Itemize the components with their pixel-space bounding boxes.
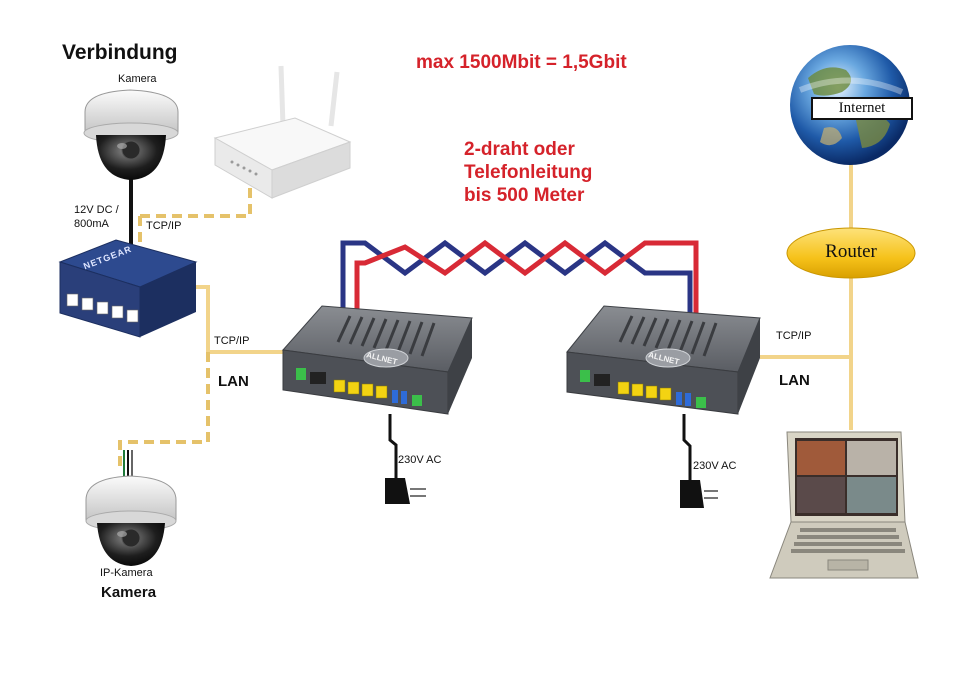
line-note-2: Telefonleitung [464,162,593,183]
ip-camera-label: IP-Kamera [100,567,153,579]
laptop-icon [769,431,919,579]
bottom-camera-label: Kamera [101,584,157,601]
power-label-line2: 800mA [74,218,109,230]
wifi-router-icon [213,65,352,199]
dashed-cables [118,188,252,470]
line-note: 2-draht oder Telefonleitung bis 500 Mete… [464,138,592,207]
tcpip-label-camera: TCP/IP [146,220,182,232]
powerline-adapter-right [566,305,761,508]
line-note-1: 2-draht oder [464,139,575,160]
router-label: Router [825,241,877,262]
internet-label: Internet [838,100,886,116]
tcpip-label-left: TCP/IP [214,335,250,347]
powerline-adapter-left [282,305,473,504]
tcpip-label-right: TCP/IP [776,330,812,342]
router-node [786,227,916,279]
bandwidth-note: max 1500Mbit = 1,5Gbit [416,52,627,73]
globe-icon [790,45,913,165]
ac-label-left: 230V AC [398,454,442,466]
line-note-3: bis 500 Meter [464,185,585,206]
diagram-title: Verbindung [62,41,178,64]
power-label-line1: 12V DC / [74,204,119,216]
switch-icon [58,239,198,338]
twisted-pair-cable [340,239,699,318]
camera-top-label: Kamera [118,73,157,85]
camera-icon [83,89,179,245]
lan-label-right: LAN [779,372,810,389]
ip-camera-icon [85,450,177,566]
ac-label-right: 230V AC [693,460,737,472]
lan-label-left: LAN [218,373,249,390]
